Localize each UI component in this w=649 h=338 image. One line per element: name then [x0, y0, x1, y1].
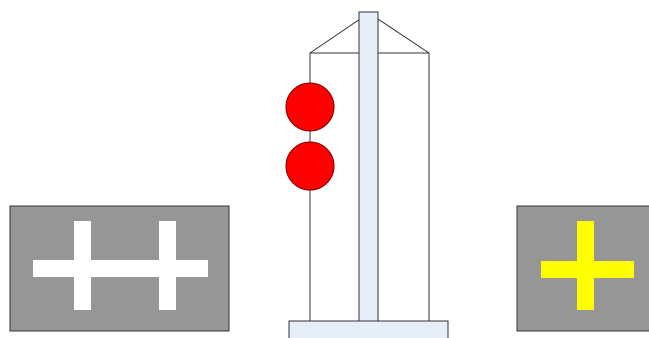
left-symbol-vertical-bar-1 — [74, 221, 91, 310]
mast-pole — [359, 12, 378, 322]
mast-base — [289, 321, 448, 338]
left-symbol-vertical-bar-2 — [159, 221, 176, 310]
right-symbol-vertical-bar — [577, 221, 594, 310]
right-indicator-panel — [517, 206, 649, 331]
red-signal-lamp-icon — [286, 83, 334, 131]
left-symbol-horizontal-bar — [33, 260, 208, 277]
red-signal-lamp-icon — [286, 142, 334, 190]
left-indicator-panel — [10, 206, 229, 331]
